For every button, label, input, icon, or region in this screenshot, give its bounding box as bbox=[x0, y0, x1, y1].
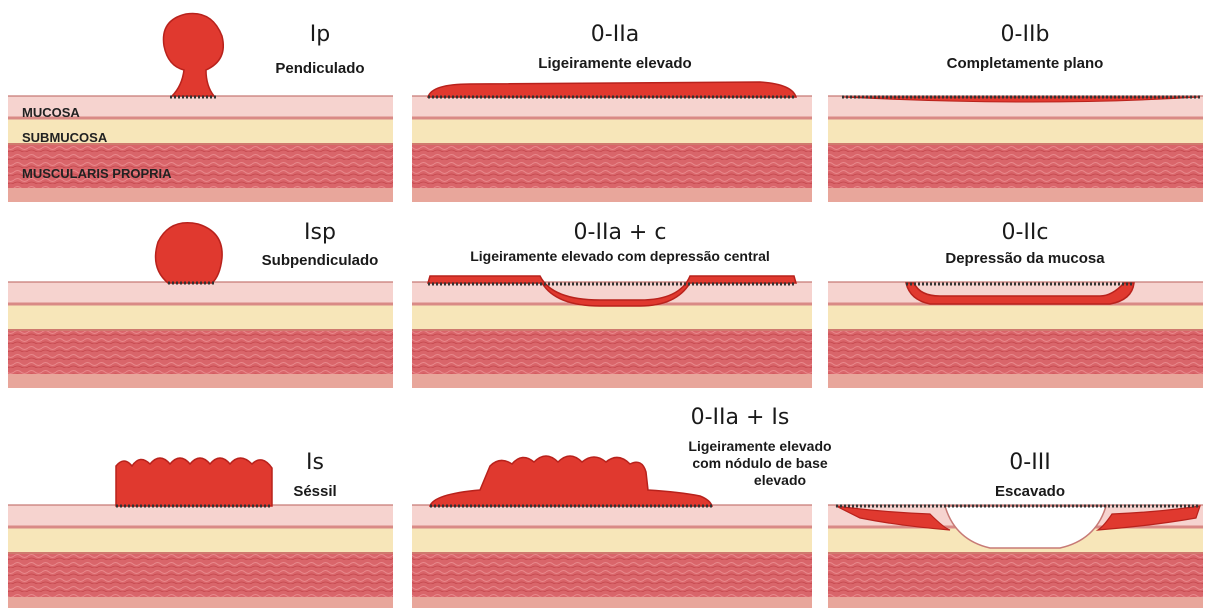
panel-0-iia-is-description-line-3: elevado bbox=[660, 472, 860, 489]
submucosa-layer-6 bbox=[8, 527, 393, 553]
panel-0-iia-is-description: Ligeiramente elevado com nódulo de base … bbox=[660, 438, 860, 489]
panel-0-iia-is-description-line-1: Ligeiramente elevado bbox=[660, 438, 860, 455]
mucosa-label: MUCOSA bbox=[22, 105, 80, 120]
serosa-layer-2 bbox=[828, 188, 1203, 202]
serosa-layer-1 bbox=[412, 188, 812, 202]
submucosa-layer-2 bbox=[828, 118, 1203, 144]
panel-isp-code: Isp bbox=[285, 220, 355, 245]
mucosa-layer-1 bbox=[412, 96, 812, 118]
panel-ip-code: Ip bbox=[290, 22, 350, 47]
panel-0-iic-code: 0-IIc bbox=[970, 220, 1080, 245]
panel-is-description: Séssil bbox=[270, 483, 360, 500]
panel-0-iia-code: 0-IIa bbox=[560, 22, 670, 47]
submucosa-layer-4 bbox=[412, 304, 812, 330]
serosa-layer-5 bbox=[828, 374, 1203, 388]
panel-is-code: Is bbox=[295, 450, 335, 475]
lesion-0-iia bbox=[428, 82, 796, 97]
submucosa-layer-5 bbox=[828, 304, 1203, 330]
serosa-layer-6 bbox=[8, 597, 393, 608]
panel-0-iia-c-code: 0-IIa + c bbox=[555, 220, 685, 245]
panel-0-iia-c-description: Ligeiramente elevado com depressão centr… bbox=[420, 248, 820, 265]
lesion-isp bbox=[156, 223, 223, 283]
panel-0-iii-code: 0-III bbox=[985, 450, 1075, 475]
panel-0-iia-description: Ligeiramente elevado bbox=[500, 55, 730, 72]
submucosa-layer-1 bbox=[412, 118, 812, 144]
panel-0-iia-is-description-line-2: com nódulo de base bbox=[660, 455, 860, 472]
lesion-is bbox=[116, 458, 272, 506]
submucosa-layer-7 bbox=[412, 527, 812, 553]
panel-ip-description: Pendiculado bbox=[250, 60, 390, 77]
mucosa-layer-7 bbox=[412, 505, 812, 527]
serosa-layer-8 bbox=[828, 597, 1203, 608]
submucosa-layer-3 bbox=[8, 304, 393, 330]
submucosa-label: SUBMUCOSA bbox=[22, 130, 107, 145]
serosa-layer-4 bbox=[412, 374, 812, 388]
panel-0-iib-code: 0-IIb bbox=[970, 22, 1080, 47]
panel-0-iib-description: Completamente plano bbox=[910, 55, 1140, 72]
muscularis-propria-label: MUSCULARIS PROPRIA bbox=[22, 166, 172, 181]
panel-0-iic-description: Depressão da mucosa bbox=[910, 250, 1140, 267]
serosa-layer-3 bbox=[8, 374, 393, 388]
panel-0-iia-is-code: 0-IIa + Is bbox=[670, 405, 810, 430]
panel-isp-description: Subpendiculado bbox=[235, 252, 405, 269]
mucosa-layer-3 bbox=[8, 282, 393, 304]
panel-0-iii-description: Escavado bbox=[970, 483, 1090, 500]
lesion-ip bbox=[163, 13, 223, 96]
serosa-layer-0 bbox=[8, 188, 393, 202]
serosa-layer-7 bbox=[412, 597, 812, 608]
mucosa-layer-6 bbox=[8, 505, 393, 527]
